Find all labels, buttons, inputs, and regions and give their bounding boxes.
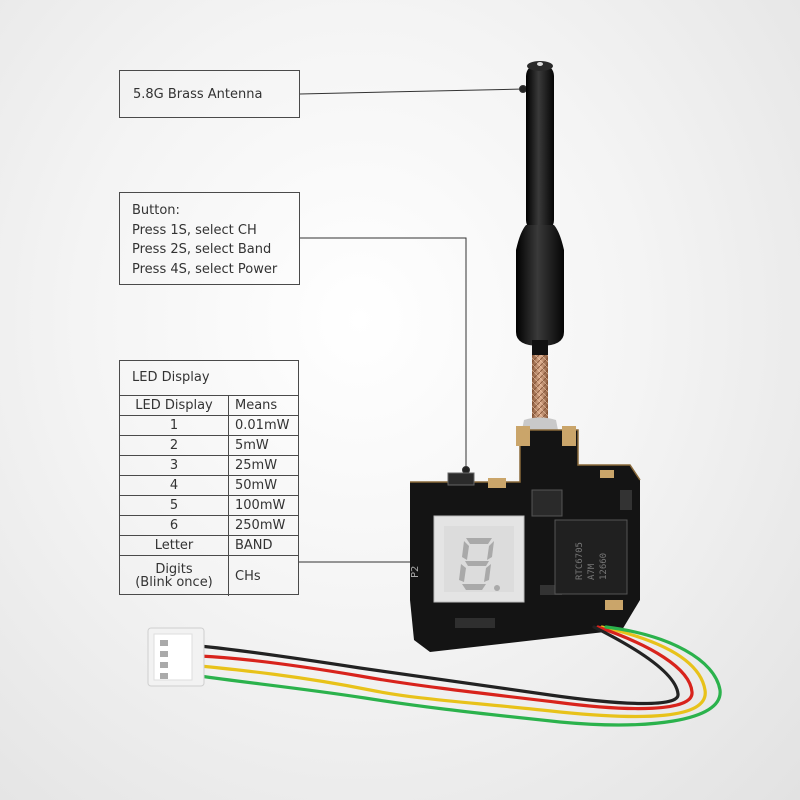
chip-sub-label: A7M (587, 563, 597, 580)
button-leader (300, 237, 467, 470)
antenna-leader (299, 88, 524, 95)
led-table-title: LED Display (120, 361, 298, 396)
led-cell: 2 (120, 435, 229, 456)
antenna-callout: 5.8G Brass Antenna (119, 70, 300, 118)
table-row: Digits (Blink once) CHs (120, 555, 298, 596)
led-cell: 1 (120, 415, 229, 436)
led-cell: Letter (120, 535, 229, 556)
led-cell: 4 (120, 475, 229, 496)
table-header-row: LED Display Means (120, 396, 298, 416)
led-cell: 6 (120, 515, 229, 536)
led-cell-line-1: Digits (155, 562, 193, 577)
button-callout-line-2: Press 1S, select CH (132, 222, 257, 238)
button-callout: Button: Press 1S, select CH Press 2S, se… (119, 192, 300, 285)
means-cell: 100mW (228, 495, 298, 516)
wires (198, 625, 722, 727)
button-callout-line-1: Button: (132, 203, 180, 218)
button-leader-dot (462, 466, 470, 474)
chip-code-label: 12660 (599, 553, 609, 580)
means-cell: BAND (228, 535, 298, 556)
button-callout-line-4: Press 4S, select Power (132, 261, 278, 277)
antenna (516, 61, 564, 358)
led-cell: 5 (120, 495, 229, 516)
means-cell: 50mW (228, 475, 298, 496)
led-cell-line-2: (Blink once) (135, 575, 213, 590)
means-cell: 250mW (228, 515, 298, 536)
column-header-led-display: LED Display (120, 396, 229, 416)
means-cell: 0.01mW (228, 415, 298, 436)
vtx-board: RTC6705 A7M 12660 P2 (410, 426, 641, 652)
seven-segment-digit (459, 538, 500, 591)
jst-connector (147, 627, 205, 687)
led-cell: Digits (Blink once) (120, 555, 229, 596)
means-cell: 5mW (228, 435, 298, 456)
button-callout-line-3: Press 2S, select Band (132, 242, 272, 257)
antenna-leader-dot (519, 85, 527, 93)
silkscreen-label: P2 (410, 566, 421, 578)
chip-label: RTC6705 (575, 542, 585, 580)
column-header-means: Means (228, 396, 298, 416)
means-cell: CHs (235, 568, 261, 584)
means-cell: 25mW (228, 455, 298, 476)
led-cell: 3 (120, 455, 229, 476)
antenna-callout-label: 5.8G Brass Antenna (133, 86, 263, 102)
